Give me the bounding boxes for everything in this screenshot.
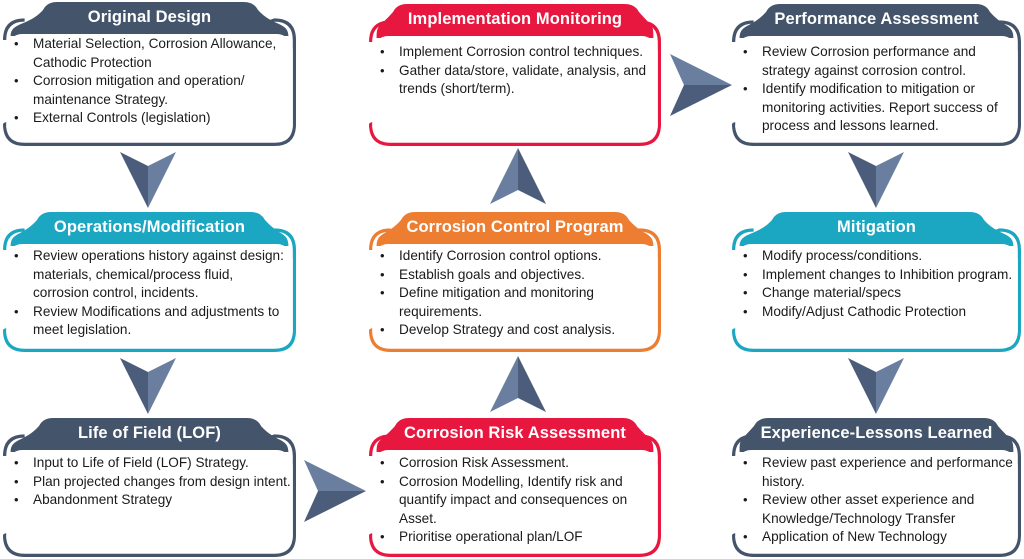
bullet-item: Corrosion Modelling, Identify risk and q…	[379, 473, 655, 529]
card-header-tab	[376, 418, 654, 452]
card-title: Life of Field (LOF)	[77, 424, 222, 442]
arrow-facet	[304, 491, 366, 522]
arrow-down-icon	[120, 358, 176, 414]
arrow-up-icon	[490, 148, 546, 204]
card-bullet-list: Review Corrosion performance and strateg…	[742, 43, 1018, 136]
arrow-up-icon	[490, 356, 546, 412]
arrow-facet	[120, 358, 148, 414]
card-bullet-list: Corrosion Risk Assessment.Corrosion Mode…	[379, 454, 655, 547]
arrow-right-icon	[304, 460, 366, 522]
card-bullet-list: Review past experience and performance h…	[742, 454, 1018, 547]
card-border	[2, 228, 296, 352]
card-header-tab	[376, 4, 654, 38]
card-life-of-field: Life of Field (LOF) Input to Life of Fie…	[2, 418, 296, 557]
arrow-facet	[670, 54, 732, 85]
card-border	[369, 228, 661, 352]
card-title: Experience-Lessons Learned	[760, 424, 993, 442]
card-border	[369, 20, 661, 146]
card-original-design: Original Design Material Selection, Corr…	[2, 2, 296, 146]
card-bullet-list: Modify process/conditions.Implement chan…	[742, 247, 1018, 321]
card-title: Performance Assessment	[774, 10, 979, 28]
bullet-item: Input to Life of Field (LOF) Strategy.	[13, 454, 291, 473]
bullet-item: Modify process/conditions.	[742, 247, 1018, 266]
bullet-item: Review past experience and performance h…	[742, 454, 1018, 491]
bullet-item: Implement changes to Inhibition program.	[742, 266, 1018, 285]
bullet-item: Gather data/store, validate, analysis, a…	[379, 62, 655, 99]
arrow-down-icon	[848, 358, 904, 414]
card-border	[732, 20, 1021, 146]
bullet-item: Identify modification to mitigation or m…	[742, 80, 1018, 136]
bullet-item: Corrosion mitigation and operation/ main…	[13, 72, 288, 109]
card-header-tab	[10, 212, 289, 246]
bullet-item: Review operations history against design…	[13, 247, 291, 303]
bullet-item: Modify/Adjust Cathodic Protection	[742, 303, 1018, 322]
arrow-right-icon	[670, 54, 732, 116]
bullet-item: Implement Corrosion control techniques.	[379, 43, 655, 62]
bullet-item: Develop Strategy and cost analysis.	[379, 321, 655, 340]
card-bullet-list: Material Selection, Corrosion Allowance,…	[13, 35, 288, 128]
arrow-facet	[490, 356, 518, 412]
arrow-facet	[148, 358, 176, 414]
arrow-facet	[518, 356, 546, 412]
card-header-tab	[739, 212, 1014, 246]
bullet-item: Identify Corrosion control options.	[379, 247, 655, 266]
card-performance-assessment: Performance Assessment Review Corrosion …	[732, 4, 1021, 146]
bullet-item: Corrosion Risk Assessment.	[379, 454, 655, 473]
card-bullet-list: Identify Corrosion control options.Estab…	[379, 247, 655, 340]
bullet-item: Abandonment Strategy	[13, 491, 291, 510]
card-border	[2, 434, 296, 557]
arrow-facet	[120, 152, 148, 208]
bullet-item: Material Selection, Corrosion Allowance,…	[13, 35, 288, 72]
card-corrosion-risk-assessment: Corrosion Risk Assessment Corrosion Risk…	[369, 418, 661, 557]
card-header-tab	[739, 418, 1014, 452]
bullet-item: External Controls (legislation)	[13, 109, 288, 128]
card-title: Corrosion Risk Assessment	[404, 424, 626, 442]
arrow-facet	[670, 85, 732, 116]
card-header-tab	[10, 2, 289, 36]
card-title: Original Design	[87, 8, 212, 26]
bullet-item: Application of New Technology	[742, 528, 1018, 547]
card-border	[732, 434, 1021, 557]
bullet-item: Define mitigation and monitoring require…	[379, 284, 655, 321]
card-title: Implementation Monitoring	[407, 10, 623, 28]
card-mitigation: Mitigation Modify process/conditions.Imp…	[732, 212, 1021, 352]
card-header-tab	[739, 4, 1014, 38]
arrow-down-icon	[848, 152, 904, 208]
arrow-down-icon	[120, 152, 176, 208]
arrow-facet	[304, 460, 366, 491]
card-title: Mitigation	[837, 218, 916, 236]
bullet-item: Review Modifications and adjustments to …	[13, 303, 291, 340]
card-bullet-list: Review operations history against design…	[13, 247, 291, 340]
bullet-item: Review other asset experience and Knowle…	[742, 491, 1018, 528]
arrow-facet	[876, 152, 904, 208]
arrow-facet	[518, 148, 546, 204]
card-operations-modification: Operations/Modification Review operation…	[2, 212, 296, 352]
card-implementation-monitoring: Implementation Monitoring Implement Corr…	[369, 4, 661, 146]
arrow-facet	[876, 358, 904, 414]
bullet-item: Plan projected changes from design inten…	[13, 473, 291, 492]
card-border	[732, 228, 1021, 352]
arrow-facet	[848, 152, 876, 208]
card-border	[369, 434, 661, 557]
bullet-item: Establish goals and objectives.	[379, 266, 655, 285]
arrow-facet	[490, 148, 518, 204]
card-border	[2, 18, 296, 146]
bullet-item: Prioritise operational plan/LOF	[379, 528, 655, 547]
card-title: Corrosion Control Program	[406, 218, 624, 236]
arrow-facet	[848, 358, 876, 414]
bullet-item: Review Corrosion performance and strateg…	[742, 43, 1018, 80]
card-bullet-list: Implement Corrosion control techniques.G…	[379, 43, 655, 99]
card-experience-lessons-learned: Experience-Lessons Learned Review past e…	[732, 418, 1021, 557]
card-title: Operations/Modification	[53, 218, 246, 236]
bullet-item: Change material/specs	[742, 284, 1018, 303]
card-bullet-list: Input to Life of Field (LOF) Strategy.Pl…	[13, 454, 291, 510]
card-header-tab	[10, 418, 289, 452]
card-corrosion-control-program: Corrosion Control Program Identify Corro…	[369, 212, 661, 352]
card-header-tab	[376, 212, 654, 246]
arrow-facet	[148, 152, 176, 208]
